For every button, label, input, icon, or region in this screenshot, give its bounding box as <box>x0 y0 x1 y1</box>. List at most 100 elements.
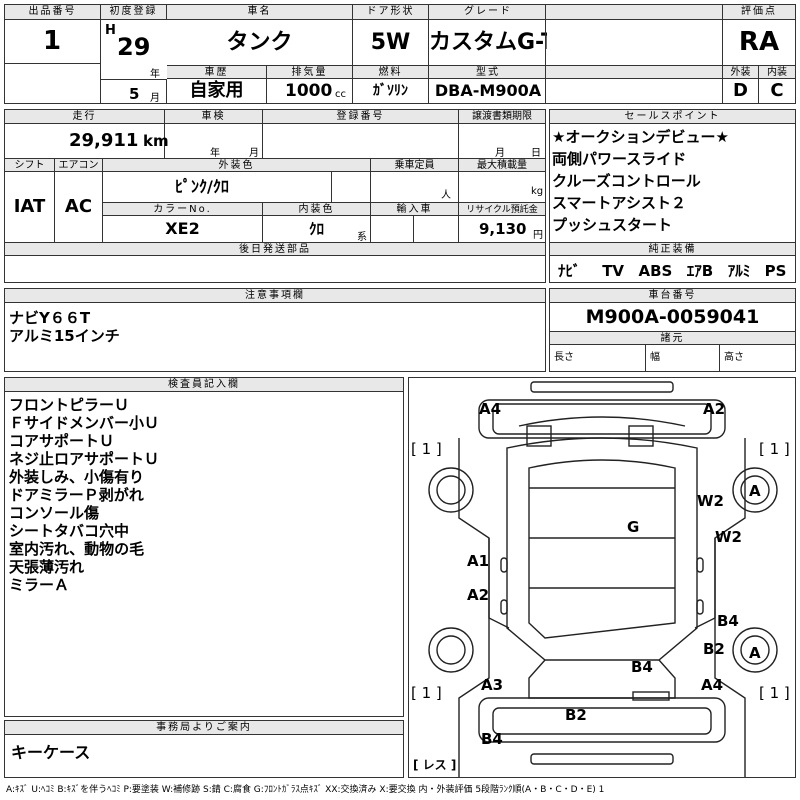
reg-year: 29 <box>117 33 151 61</box>
damage-mark: A <box>749 482 761 500</box>
inspector-line: 天張薄汚れ <box>9 558 85 576</box>
recycle-label: リサイクル預託金 <box>459 202 545 216</box>
equip-navi: ﾅﾋﾞ <box>558 262 581 280</box>
damage-mark: B4 <box>631 658 653 676</box>
damage-mark: W2 <box>715 528 742 546</box>
office-label: 事務局よりご案内 <box>5 721 403 735</box>
notes-list: ナビY６６T アルミ15インチ <box>9 309 120 345</box>
res-mark: [ レス ] <box>413 758 457 772</box>
max-load-unit: kg <box>531 186 544 197</box>
door-label: ドア形状 <box>353 5 429 20</box>
bracket-mark: [ 1 ] <box>411 684 442 702</box>
transfer-month: 月 <box>495 148 505 159</box>
ext-color-sub <box>331 172 371 202</box>
inspector-line: Ｆサイドメンバー小Ｕ <box>9 414 160 432</box>
model-label-ext <box>546 65 722 79</box>
ac: AC <box>55 172 103 242</box>
displacement-label: 排気量 <box>267 65 353 79</box>
color-no: XE2 <box>103 216 263 242</box>
damage-mark: B4 <box>481 730 503 748</box>
exterior-score: D <box>723 79 759 103</box>
import-label: 輸入車 <box>371 202 459 216</box>
capacity-label: 乗車定員 <box>371 158 459 172</box>
damage-mark: A <box>749 644 761 662</box>
transfer-label: 譲渡書類期限 <box>459 110 545 124</box>
sales-point: スマートアシスト２ <box>552 194 686 212</box>
office-box: 事務局よりご案内 キーケース <box>4 720 404 778</box>
grade-ext-box <box>545 4 723 104</box>
sales-points-list: ★オークションデビュー★ 両側パワースライド クルーズコントロール スマートアシ… <box>552 128 792 234</box>
spec-label: 諸元 <box>550 331 795 345</box>
year-unit: 年 <box>150 69 160 80</box>
reg-no-cell <box>263 124 459 158</box>
displacement: 1000 <box>267 79 353 103</box>
equip-alloy: ｱﾙﾐ <box>727 262 751 280</box>
inspector-line: フロントピラーＵ <box>9 396 130 414</box>
sales-points-label: セールスポイント <box>550 110 795 124</box>
sales-point: プッシュスタート <box>552 216 673 234</box>
car-name-label: 車名 <box>167 5 353 20</box>
import-sub <box>413 216 459 242</box>
score: RA <box>738 27 780 57</box>
notes-label: 注意事項欄 <box>5 289 545 303</box>
damage-mark: A1 <box>467 552 490 570</box>
equipment-label: 純正装備 <box>550 242 795 256</box>
first-reg-label: 初度登録 <box>101 5 167 20</box>
length-label: 長さ <box>550 345 646 371</box>
inspection-year: 年 <box>210 148 220 159</box>
grade-label: グレード <box>429 5 547 20</box>
chassis-label: 車台番号 <box>550 289 795 303</box>
ext-color: ﾋﾟﾝｸ/ｸﾛ <box>103 172 371 202</box>
chassis-number: M900A-0059041 <box>585 306 760 328</box>
mileage-unit: km <box>143 132 169 150</box>
int-color: ｸﾛ <box>263 216 371 242</box>
spec-table: 走行 29,911 km 車検 年 月 登録番号 譲渡書類期限 月 日 シフト … <box>4 109 546 283</box>
reg-month: 5 <box>129 85 140 103</box>
inspector-line: シートタバコ穴中 <box>9 522 130 540</box>
history-label: 車歴 <box>167 65 267 79</box>
damage-mark: A4 <box>701 676 724 694</box>
equip-ps: PS <box>764 262 787 280</box>
month-unit: 月 <box>150 93 160 104</box>
damage-mark: A2 <box>467 586 490 604</box>
reg-no-label: 登録番号 <box>263 110 459 124</box>
door-type: 5W <box>353 20 429 65</box>
import-cell <box>371 216 459 242</box>
int-color-label: 内装色 <box>263 202 371 216</box>
sales-points-box: セールスポイント ★オークションデビュー★ 両側パワースライド クルーズコントロ… <box>549 109 796 283</box>
inspector-box: 検査員記入欄 フロントピラーＵ Ｆサイドメンバー小Ｕ コアサポートＵ ネジ止ロア… <box>4 377 404 717</box>
equip-tv: TV <box>602 262 625 280</box>
shift-label: シフト <box>5 158 55 172</box>
lot-no-label: 出品番号 <box>5 5 101 20</box>
damage-mark: B2 <box>703 640 725 658</box>
equip-airbag: ｴｱB <box>686 262 714 280</box>
car-diagram <box>428 381 778 777</box>
lot-no-blank <box>5 63 101 103</box>
recycle: 9,130 <box>479 220 527 238</box>
office-text: キーケース <box>11 743 91 762</box>
sales-point: ★オークションデビュー★ <box>552 128 729 146</box>
damage-mark: G <box>627 518 640 536</box>
car-name: タンク <box>167 20 353 65</box>
note-line: アルミ15インチ <box>9 327 120 345</box>
damage-mark: B4 <box>717 612 739 630</box>
inspector-line: ドアミラーＰ剥がれ <box>9 486 144 504</box>
inspection-cell <box>165 124 263 158</box>
grade: カスタムG-T <box>429 30 547 55</box>
int-color-unit: 系 <box>357 232 367 243</box>
grade-label-ext <box>546 5 722 20</box>
ext-color-label: 外装色 <box>103 158 371 172</box>
displacement-unit: cc <box>335 89 346 100</box>
mileage-label: 走行 <box>5 110 165 124</box>
note-line: ナビY６６T <box>9 309 91 327</box>
damage-mark: A2 <box>703 400 726 418</box>
interior-score: C <box>770 80 784 101</box>
bracket-mark: [ 1 ] <box>759 440 790 458</box>
header-table: 出品番号 1 初度登録 H 29 年 5 月 車名 タンク ドア形状 5W グレ… <box>4 4 547 104</box>
shift: IAT <box>5 172 55 242</box>
exterior-label: 外装 <box>723 65 759 79</box>
transfer-day: 日 <box>531 148 541 159</box>
damage-mark: A3 <box>481 676 504 694</box>
fuel: ｶﾞｿﾘﾝ <box>353 79 429 103</box>
score-label: 評価点 <box>723 5 795 20</box>
